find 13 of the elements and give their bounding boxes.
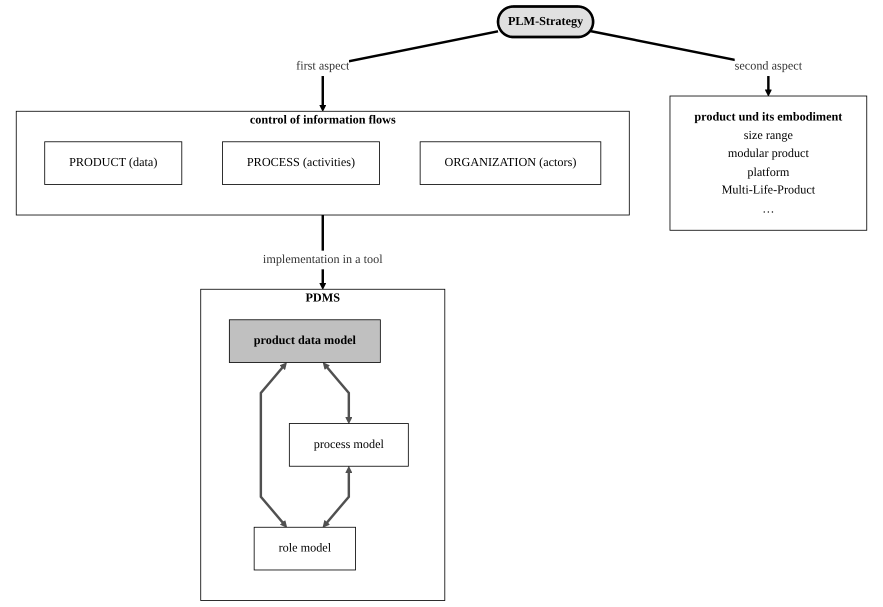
edge-label: first aspect (296, 60, 350, 73)
node-box: PRODUCT (data) (44, 141, 182, 185)
node-box: process model (288, 423, 409, 467)
edge-label: second aspect (734, 60, 802, 73)
arrow (322, 466, 352, 528)
node-box: ORGANIZATION (actors) (420, 141, 602, 185)
edge-label: implementation in a tool (262, 253, 383, 266)
arrow (260, 362, 288, 528)
node-box: product data model (228, 319, 381, 363)
node-box: product und its embodiment size range modular product platform Multi-Life-Product … (670, 96, 868, 231)
arrow (322, 362, 352, 424)
node-box: role model (254, 526, 356, 570)
node-box: PROCESS (activities) (222, 141, 380, 185)
